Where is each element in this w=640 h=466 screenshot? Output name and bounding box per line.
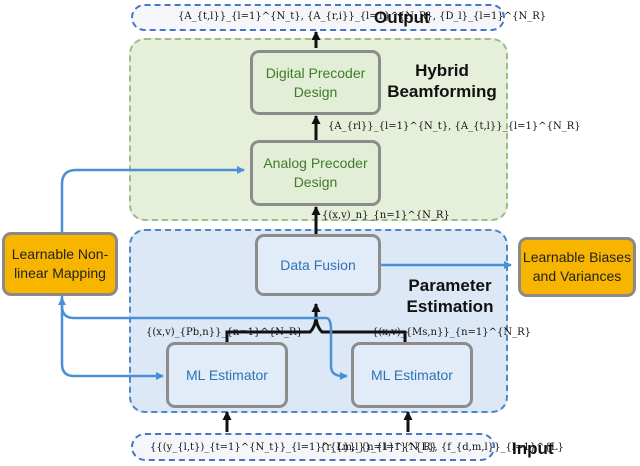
arrow-mapping-to-analog — [60, 166, 245, 238]
arrow-bus-to-mapping — [58, 297, 316, 320]
ml-estimator-right-label: ML Estimator — [371, 366, 453, 383]
ml-estimator-left: ML Estimator — [166, 342, 288, 408]
digital-precoder-block: Digital Precoder Design — [250, 50, 381, 115]
analog-precoder-label: Analog Precoder Design — [263, 155, 368, 190]
ml-left-formula: {(x,v)_{Pb,n}}_{n=1}^{N_R} — [146, 327, 303, 338]
arrow-bus-to-ml-right — [316, 316, 348, 380]
learnable-mapping-block: Learnable Non- linear Mapping — [2, 232, 118, 296]
hybrid-beamforming-title: Hybrid Beamforming — [387, 61, 497, 101]
analog-precoder-block: Analog Precoder Design — [250, 140, 381, 206]
input-formula-left: {{(y_{l,t})_{t=1}^{N_t}}_{l=1}^{L}}_{n=1… — [150, 442, 438, 453]
precoder-link-formula: {A_{rl}}_{l=1}^{N_t}, {A_{t,l}}_{l=1}^{N… — [328, 121, 581, 132]
fusion-output-formula: {(x,v)_n}_{n=1}^{N_R} — [322, 210, 450, 221]
output-label: Output — [374, 8, 430, 27]
ml-estimator-left-label: ML Estimator — [186, 366, 268, 383]
ml-right-formula: {(x,v)_{Ms,n}}_{n=1}^{N_R} — [372, 327, 531, 338]
output-bar — [131, 4, 505, 31]
input-label: Input — [512, 439, 554, 458]
input-formula-right: {r_{m,l}}_{l=1}^{L}, {f_{d,m,l}}_{l=1}^{… — [320, 442, 564, 453]
data-fusion-label: Data Fusion — [280, 256, 356, 273]
digital-precoder-label: Digital Precoder Design — [265, 64, 366, 100]
parameter-estimation-title: Parameter Estimation — [406, 276, 494, 316]
ml-estimator-right: ML Estimator — [351, 342, 473, 408]
input-bar — [131, 433, 495, 461]
learnable-mapping-label: Learnable Non- linear Mapping — [11, 246, 109, 281]
output-formula: {A_{t,l}}_{l=1}^{N_t}, {A_{r,i}}_{l=1}^{… — [178, 11, 547, 22]
learnable-biases-label: Learnable Biases and Variances — [522, 249, 632, 284]
data-fusion-block: Data Fusion — [255, 234, 381, 296]
arrow-mapping-to-ml-left — [60, 296, 164, 380]
learnable-biases-block: Learnable Biases and Variances — [518, 237, 636, 297]
